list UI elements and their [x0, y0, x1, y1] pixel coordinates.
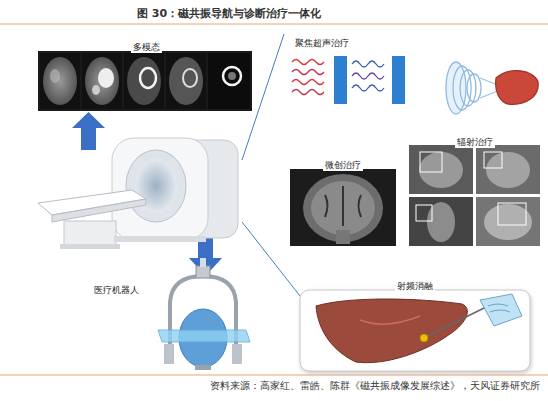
medical-robot-part [196, 266, 210, 278]
ablation-panel: 射频消融 [300, 274, 530, 372]
flow-arrows-part [72, 112, 105, 128]
ultrasound-figure-part [292, 70, 324, 75]
mri-strip-part [223, 67, 241, 85]
radiation-images-part [409, 197, 473, 246]
rule-lines-part [0, 24, 548, 25]
radiation-images-part [476, 145, 540, 194]
radiation-images-part [498, 203, 526, 225]
medical-robot-part [232, 344, 242, 364]
ultrasound-figure-part [352, 61, 384, 67]
ultrasound-figure-part [496, 71, 539, 105]
source-caption: 资料来源：高家红、雷皓、陈群《磁共振成像发展综述》，天风证券研究所 [210, 380, 540, 393]
mri-coronal-image-part [325, 186, 361, 226]
mri-strip-part [228, 72, 236, 80]
medical-robot-part [200, 258, 206, 267]
mri-strip-part [43, 57, 77, 105]
ablation-figure-part [300, 290, 530, 371]
ultrasound-figure-part [352, 85, 384, 91]
minimally-invasive-panel: 微创治疗 [290, 153, 396, 246]
mri-strip-part [38, 51, 252, 111]
flow-arrows-part [81, 126, 96, 150]
mri-strip-part [40, 53, 80, 109]
ultrasound-figure-part [292, 60, 324, 65]
mri-scanner-part [126, 150, 186, 222]
mri-scanner-part [60, 244, 120, 249]
panel-label: 聚焦超声治疗 [293, 37, 351, 49]
ultrasound-figure-part [453, 66, 471, 110]
branch-lines [242, 34, 300, 296]
radiation-panel: 辐射治疗 [408, 130, 542, 246]
panel-label: 医疗机器人 [92, 284, 141, 296]
mri-strip-part [183, 69, 197, 87]
radiation-images-part [409, 145, 473, 194]
branch-lines-part [242, 34, 284, 160]
mri-coronal-image-part [336, 230, 350, 244]
ablation-figure-part [360, 316, 420, 324]
mri-strip [38, 51, 252, 111]
medical-robot-part [158, 330, 250, 342]
radiation-images [409, 145, 540, 246]
ablation-figure-part [488, 304, 510, 312]
panel-label: 多模态 [131, 41, 162, 53]
mri-scanner-part [112, 138, 208, 240]
mri-scanner-part [114, 236, 206, 242]
medical-robot [158, 258, 250, 370]
ablation-figure [300, 290, 530, 371]
ultrasound-figure [292, 56, 538, 114]
panel-label: 射频消融 [395, 280, 435, 292]
mri-coronal-image [290, 169, 396, 246]
radiation-images-part [484, 204, 532, 240]
ultrasound-figure-part [334, 56, 347, 104]
mri-scanner [38, 138, 238, 249]
rule-lines-part [0, 375, 548, 376]
mri-strip-part [140, 68, 156, 88]
ultrasound-figure-part [460, 70, 476, 106]
ultrasound-figure-part [352, 73, 384, 79]
mri-scanner-part [52, 199, 146, 222]
ultrasound-figure-part [392, 56, 405, 104]
panel-label: 微创治疗 [323, 159, 363, 171]
multimodal-panel: 多模态 [40, 35, 252, 113]
mri-coronal-image-part [290, 169, 396, 246]
radiation-images-part [484, 152, 502, 168]
mri-strip-part [50, 69, 60, 83]
mri-strip-part [169, 57, 203, 105]
medical-robot-part [195, 365, 211, 370]
ablation-figure-part [480, 294, 522, 326]
radiation-images-part [486, 152, 530, 188]
mri-strip-part [92, 85, 100, 95]
medical-robot-part [164, 344, 174, 364]
mri-strip-part [127, 57, 161, 105]
ultrasound-panel: 聚焦超声治疗 [288, 31, 542, 127]
radiation-images-part [420, 152, 442, 172]
radiation-images-part [427, 202, 455, 242]
ablation-figure-part [316, 299, 467, 363]
ablation-figure-part [424, 306, 488, 338]
figure-title: 图 30：磁共振导航与诊断治疗一体化 [137, 6, 321, 21]
radiation-images-part [416, 205, 432, 221]
mri-strip-part [208, 53, 250, 109]
ultrasound-figure-part [292, 80, 324, 85]
mri-strip-part [98, 68, 114, 88]
mri-strip-part [124, 53, 164, 109]
panel-label: 辐射治疗 [455, 136, 495, 148]
mri-strip-part [166, 53, 206, 109]
rule-lines [0, 24, 548, 375]
ablation-figure-part [420, 334, 428, 342]
radiation-images-part [419, 152, 463, 188]
ultrasound-figure-part [467, 74, 481, 102]
mri-coronal-image-part [311, 181, 375, 235]
mri-strip-part [82, 53, 122, 109]
flow-arrows [72, 112, 222, 276]
ultrasound-figure-part [292, 90, 324, 95]
mri-scanner-part [64, 221, 116, 245]
radiation-images-part [476, 197, 540, 246]
mri-strip-part [85, 57, 119, 105]
robot-panel: 医疗机器人 [90, 278, 250, 372]
ultrasound-figure-part [446, 62, 466, 114]
